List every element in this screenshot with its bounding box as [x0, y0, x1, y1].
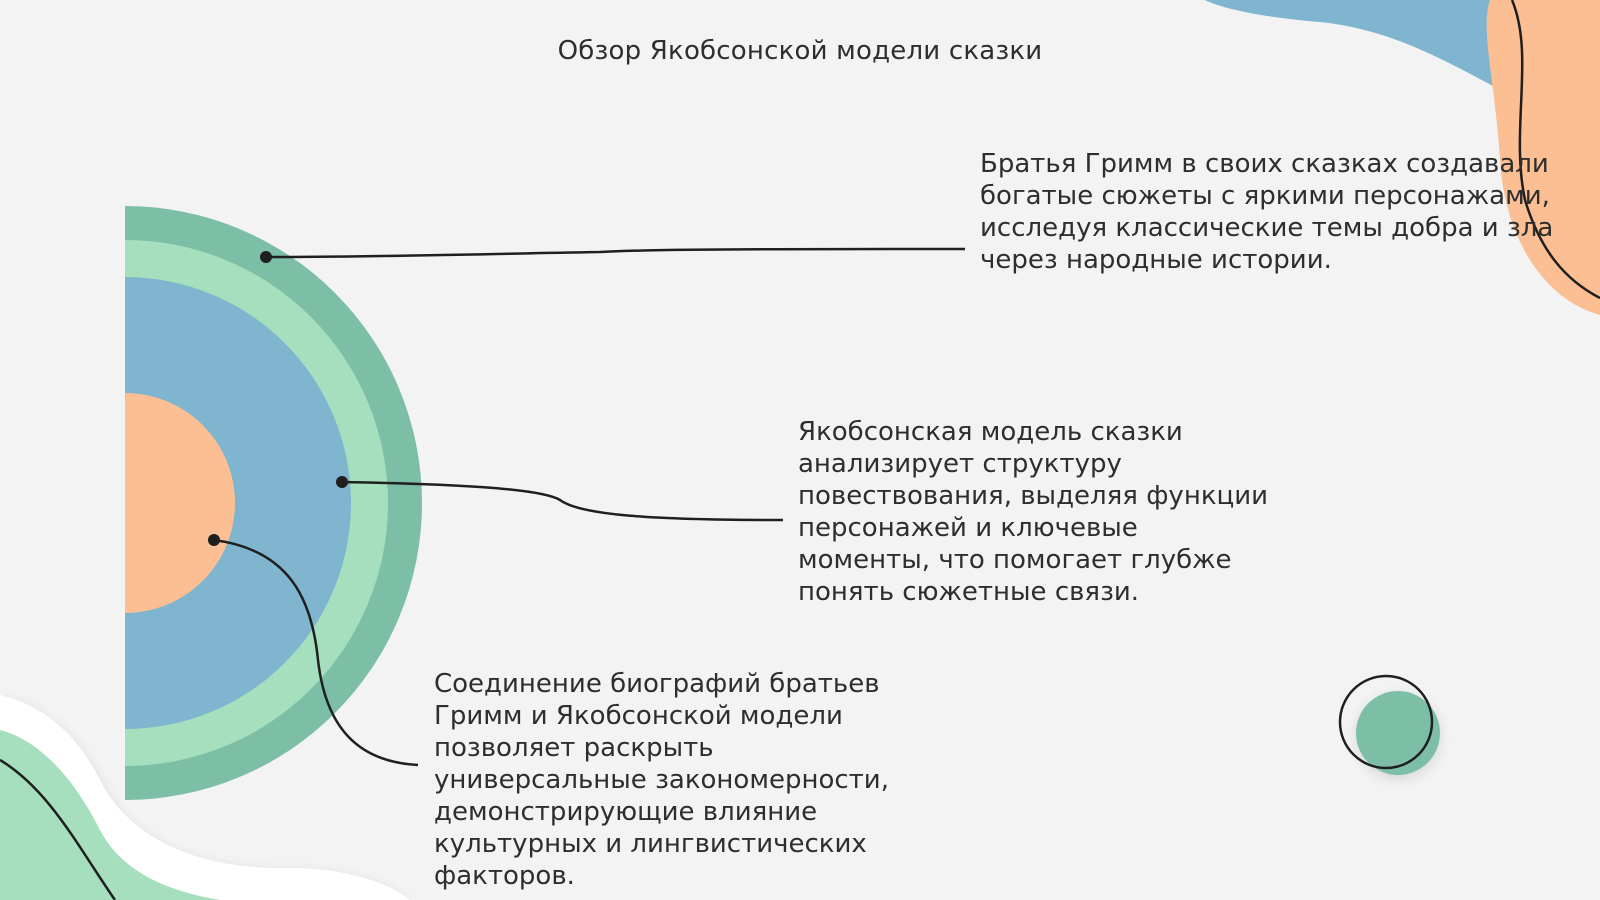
top-blue-blob: [1205, 0, 1520, 100]
connector-line-3: [213, 538, 419, 767]
bottom-mint-blob: [0, 730, 220, 900]
peach-core: [125, 393, 235, 613]
small-outline-circle: [1338, 674, 1434, 770]
connector-dot-3: [208, 534, 220, 546]
callout-text-1: Братья Гримм в своих сказках создавали б…: [980, 149, 1554, 275]
top-peach-blob: [1486, 0, 1600, 315]
concentric-half-circles: [125, 206, 422, 800]
blue-ring: [125, 277, 351, 729]
top-outline-line: [1510, 0, 1600, 300]
connector-dot-1: [260, 251, 272, 263]
connector-dot-2: [336, 476, 348, 488]
callout-text-2: Якобсонская модель сказки анализирует ст…: [798, 417, 1269, 607]
connector-line-2: [341, 480, 784, 522]
connector-line-1: [265, 247, 966, 259]
bottom-outline-line: [0, 758, 117, 900]
page-title: Обзор Якобсонской модели сказки: [557, 36, 1043, 66]
callout-text-3: Соединение биографий братьев Гримм и Яко…: [434, 669, 889, 891]
